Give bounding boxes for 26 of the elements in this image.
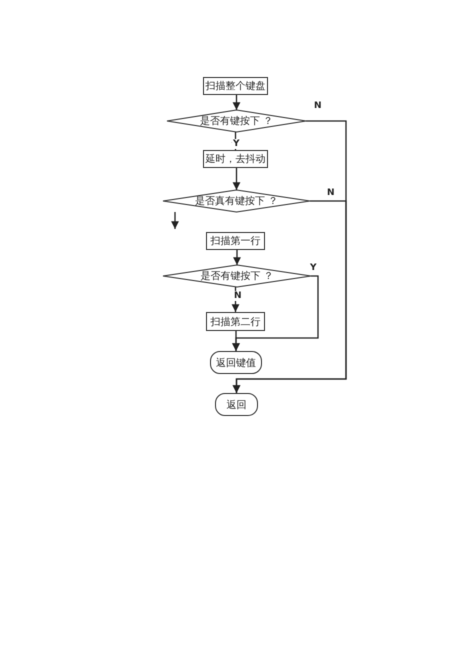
- node-text: 是否有键按下 ？: [200, 270, 274, 283]
- decision-diamond: [163, 190, 310, 212]
- arrow: [232, 331, 240, 351]
- arrow: [233, 250, 241, 265]
- edge-label: Y: [232, 139, 241, 149]
- process-box: [206, 232, 265, 250]
- terminal-box: [215, 393, 258, 416]
- node-text: 返回键值: [216, 356, 256, 370]
- edge-label: N: [326, 188, 336, 198]
- node-text: 扫描第一行: [210, 234, 260, 248]
- node-text: 是否有键按下 ？: [200, 114, 274, 128]
- node-text: 扫描整个键盘: [206, 80, 266, 93]
- node-text: 延时，去抖动: [206, 152, 266, 166]
- arrow: [232, 200, 347, 393]
- decision-diamond: [167, 110, 306, 132]
- edge-label: Y: [309, 263, 318, 273]
- node-text: 返回: [226, 398, 246, 412]
- process-box: [206, 312, 265, 331]
- node-text: 是否真有键按下 ？: [194, 194, 278, 208]
- edge-label: N: [313, 101, 323, 111]
- node-text: 扫描第二行: [210, 316, 260, 328]
- terminal-box: [210, 351, 262, 374]
- decision-diamond: [163, 265, 311, 287]
- edge-label: N: [233, 291, 243, 301]
- arrow: [232, 168, 240, 190]
- arrow: [232, 95, 240, 110]
